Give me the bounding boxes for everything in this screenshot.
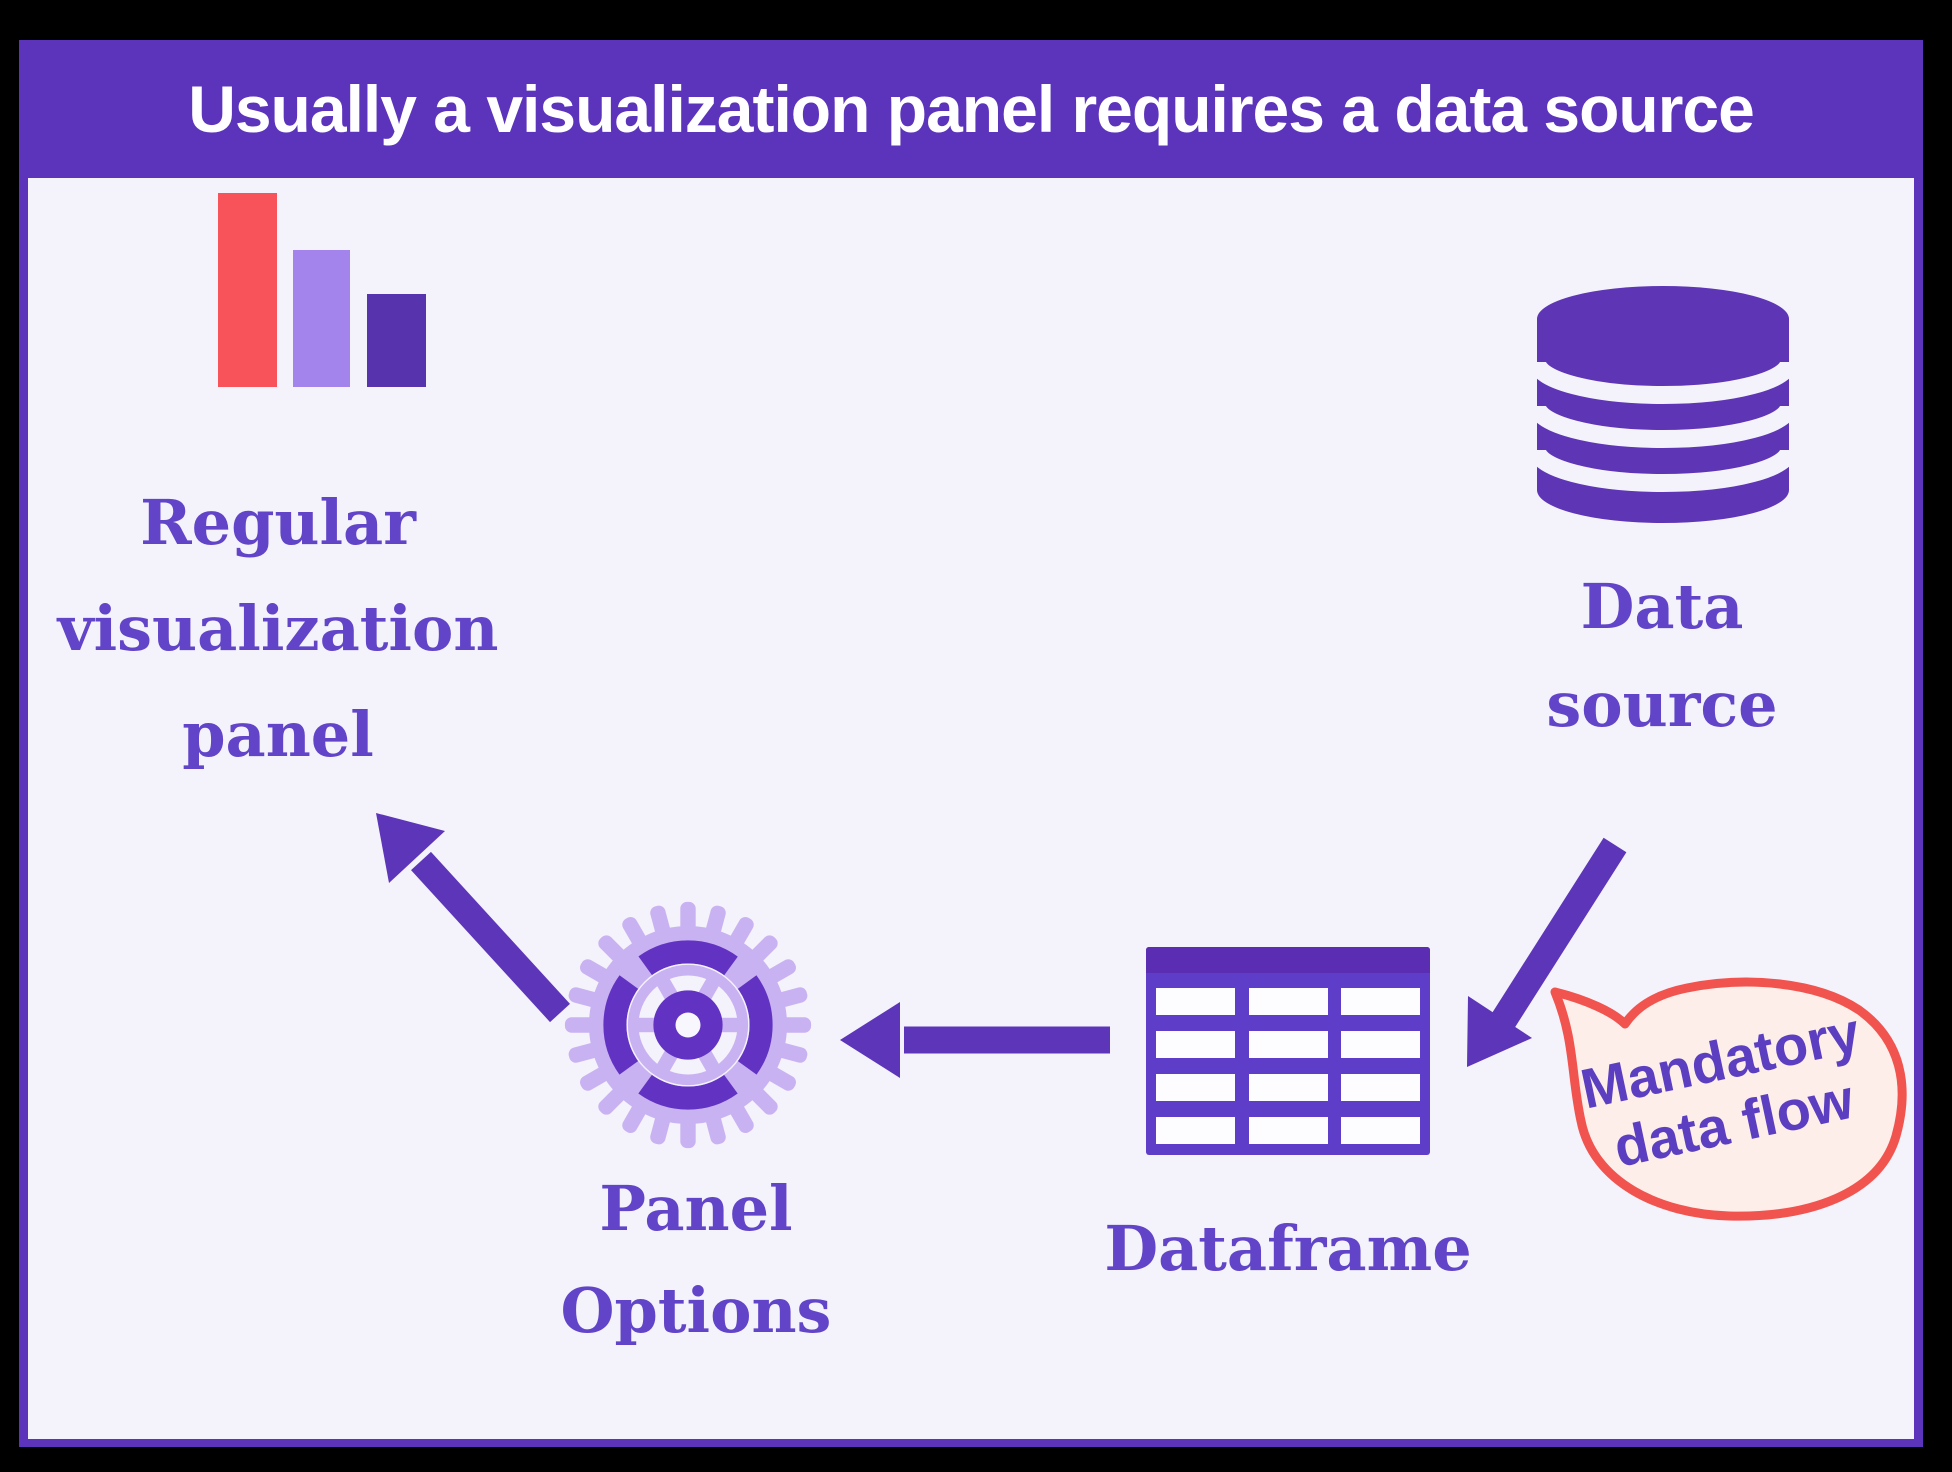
dataframe-label: Dataframe	[1088, 1200, 1488, 1298]
arrow-dataframe-to-options	[840, 1002, 1110, 1078]
arrow-datasource-to-dataframe	[1467, 837, 1627, 1067]
data-source-label-line1: Data	[1580, 570, 1744, 643]
flow-arrows	[376, 813, 1627, 1078]
data-source-label-line2: source	[1546, 668, 1778, 741]
page-title: Usually a visualization panel requires a…	[188, 72, 1755, 146]
table-cell	[1156, 1117, 1235, 1144]
data-source-label: Data source	[1462, 558, 1862, 754]
regular-panel-label-line2: visualization	[57, 592, 499, 665]
table-cell	[1341, 988, 1420, 1015]
dataframe-label-line1: Dataframe	[1104, 1212, 1472, 1285]
slide-frame: Usually a visualization panel requires a…	[19, 40, 1923, 1447]
bar-chart-icon-bar-dark	[367, 294, 426, 387]
panel-options-label-line1: Panel	[599, 1172, 793, 1245]
speech-bubble	[1550, 977, 1907, 1221]
title-banner: Usually a visualization panel requires a…	[19, 40, 1923, 178]
table-cell	[1341, 1117, 1420, 1144]
table-cell	[1156, 988, 1235, 1015]
bar-chart-icon-bar-light	[293, 250, 350, 387]
table-cell	[1248, 988, 1328, 1015]
table-cell	[1156, 1031, 1235, 1058]
bar-chart-icon-bar-red	[218, 193, 277, 387]
table-icon	[1146, 947, 1430, 1155]
table-cell	[1341, 1074, 1420, 1101]
panel-options-label-line2: Options	[560, 1274, 832, 1347]
arrow-options-to-panel	[376, 813, 570, 1023]
panel-options-label: Panel Options	[446, 1158, 946, 1362]
regular-panel-label: Regular visualization panel	[18, 470, 538, 788]
table-cell	[1248, 1074, 1328, 1101]
diagram-canvas: Regular visualization panel Data source	[28, 178, 1914, 1439]
table-cell	[1248, 1117, 1328, 1144]
regular-panel-label-line3: panel	[182, 698, 374, 771]
table-cell	[1156, 1074, 1235, 1101]
gear-icon	[564, 901, 812, 1149]
database-icon	[1535, 286, 1791, 523]
table-cell	[1341, 1031, 1420, 1058]
table-cell	[1248, 1031, 1328, 1058]
regular-panel-label-line1: Regular	[140, 486, 416, 559]
table-icon-header-row	[1146, 947, 1430, 973]
